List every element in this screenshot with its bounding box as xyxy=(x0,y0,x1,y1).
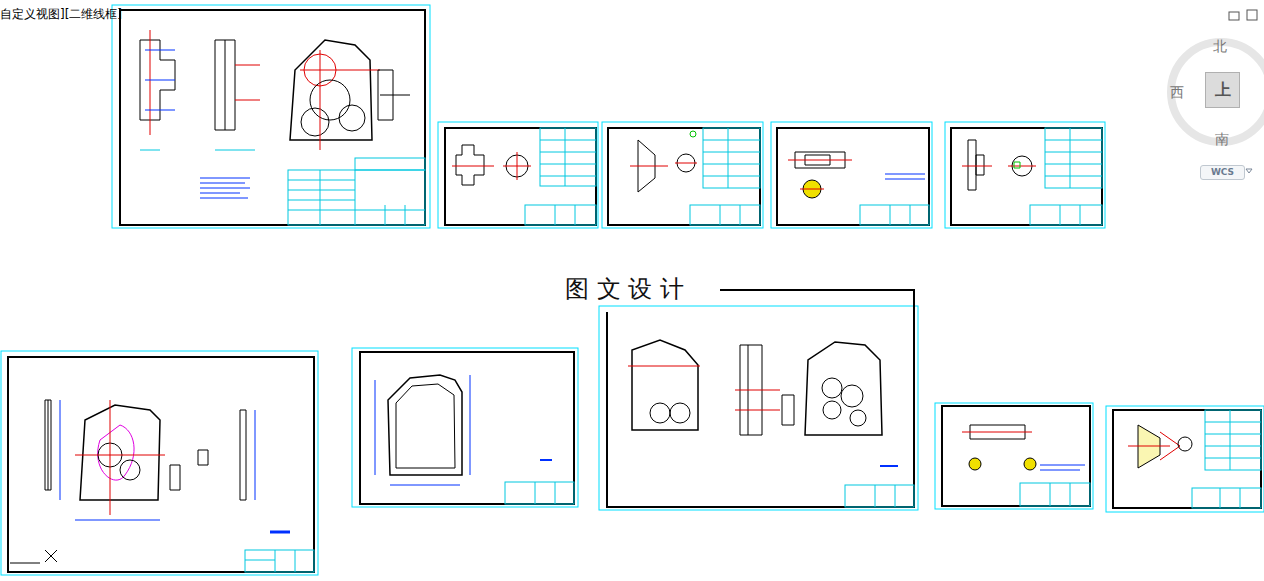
watermark: 图 文 设 计 xyxy=(562,275,687,304)
wcs-button: WCS xyxy=(1200,165,1245,180)
node-label: WCS xyxy=(1211,168,1234,177)
node-label: 上 xyxy=(1215,82,1231,98)
compass-west: 西 xyxy=(1170,84,1184,101)
viewcube-ring xyxy=(1171,42,1264,142)
compass-north: 北 xyxy=(1213,38,1227,55)
dropdown-arrow xyxy=(1246,169,1252,173)
viewport-caption: 自定义视图][二维线框] xyxy=(0,7,122,21)
viewcube-face: 上 xyxy=(1205,72,1240,108)
window-button xyxy=(1247,10,1257,20)
window-button xyxy=(1229,12,1239,20)
compass-south: 南 xyxy=(1215,131,1229,148)
